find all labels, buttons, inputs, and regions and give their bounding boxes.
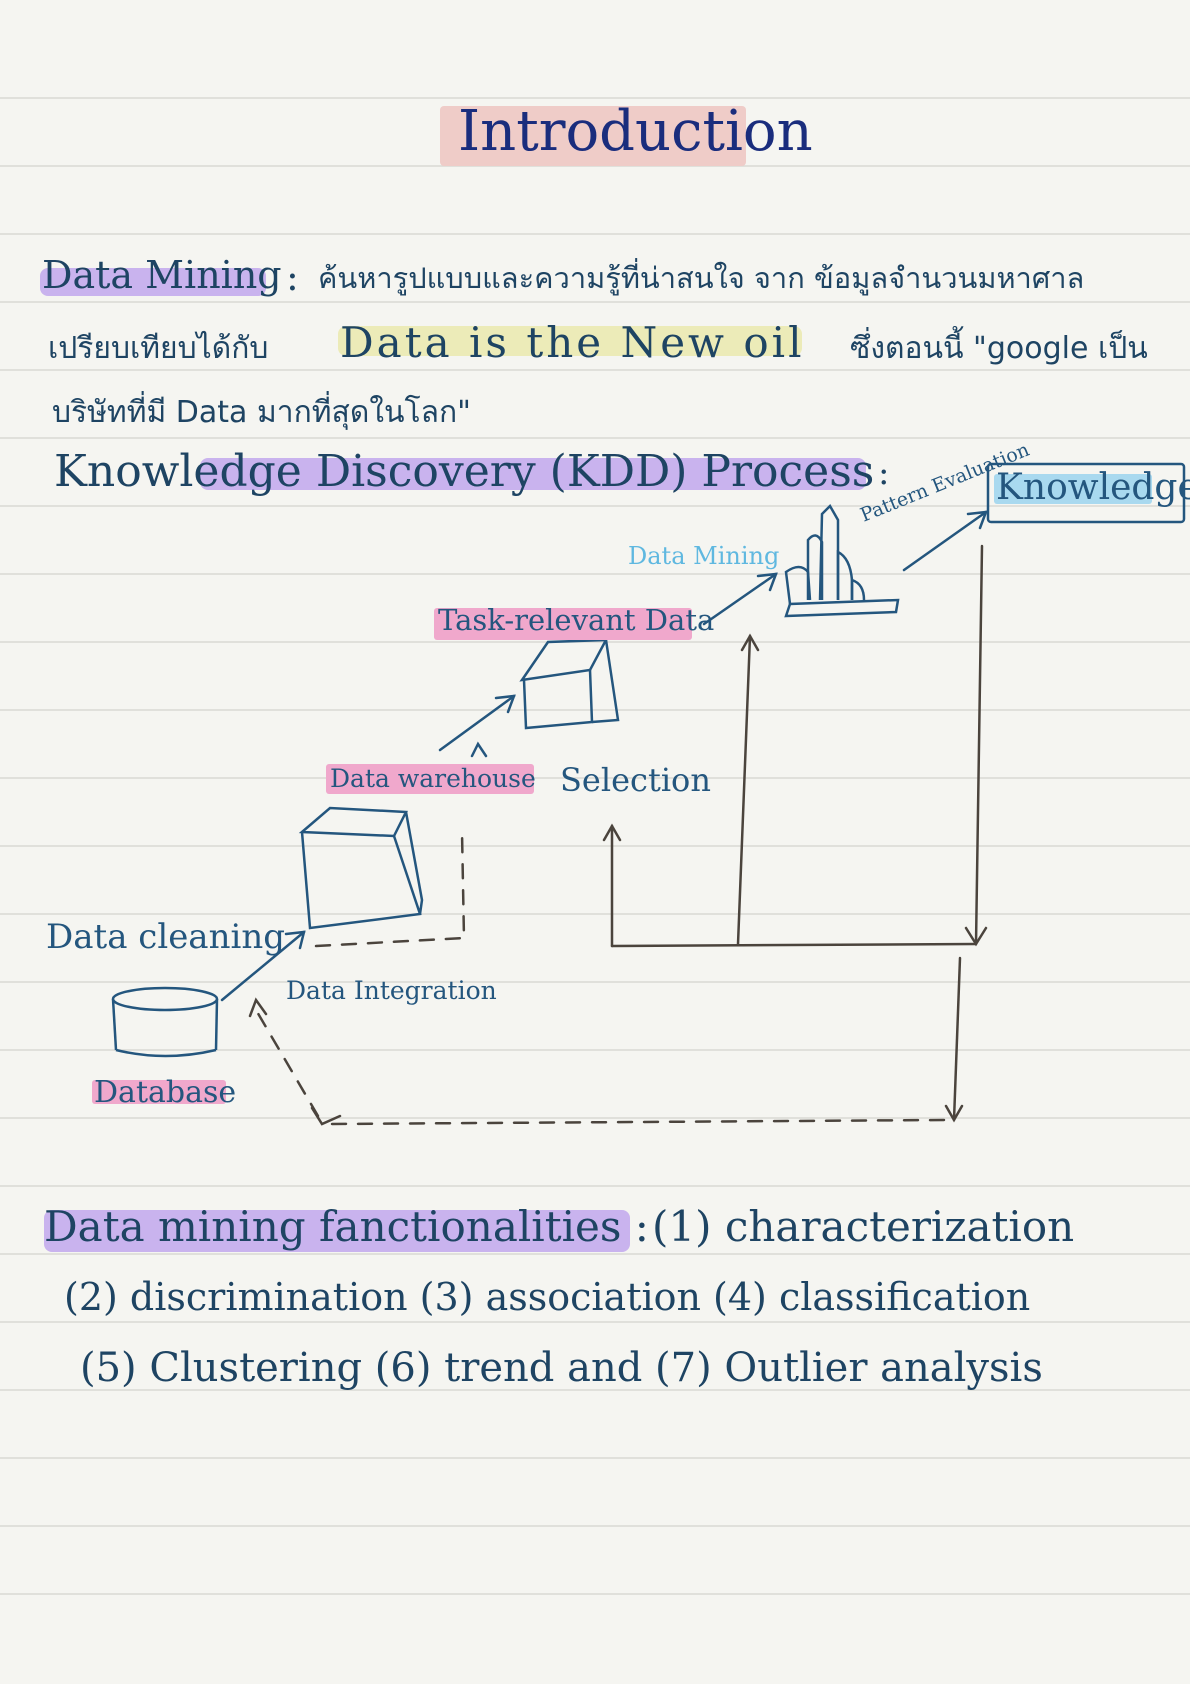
data-warehouse-highlight [326, 764, 534, 794]
functionalities-highlight [44, 1210, 630, 1252]
kdd-heading: Knowledge Discovery (KDD) Process [54, 446, 875, 497]
kdd-flow-arrows [220, 510, 988, 1002]
knowledge-label: Knowledge [996, 467, 1190, 508]
task-relevant-highlight [434, 608, 692, 640]
line2-prefix: เปรียบเทียบได้กับ [48, 331, 269, 366]
functionalities-line1: (1) characterization [652, 1202, 1075, 1251]
data-warehouse-label: Data warehouse [330, 764, 536, 793]
data-mining-highlight [40, 268, 266, 296]
dashed-feedback-lines [254, 830, 946, 1126]
slogan-text: Data is the New oil [340, 318, 805, 367]
functionalities-heading: Data mining fanctionalities : [44, 1202, 649, 1251]
data-mining-definition: ค้นหารูปแบบและความรู้ที่น่าสนใจ จาก ข้อม… [318, 261, 1085, 295]
line3-text: บริษัทที่มี Data มากที่สุดในโลก" [52, 395, 471, 430]
title-highlight [440, 106, 746, 166]
definition-colon: : [286, 255, 299, 299]
page-title: Introduction [458, 99, 813, 164]
pattern-evaluation-icon [784, 503, 900, 618]
task-relevant-data-icon [519, 638, 620, 730]
knowledge-box [986, 462, 1186, 524]
functionalities-line3: (5) Clustering (6) trend and (7) Outlier… [80, 1345, 1043, 1391]
feedback-arrows [602, 544, 988, 1123]
database-icon [111, 986, 219, 1058]
data-mining-term: Data Mining [42, 253, 282, 297]
database-highlight [92, 1080, 226, 1104]
task-relevant-label: Task-relevant Data [438, 603, 715, 637]
functionalities-line2: (2) discrimination (3) association (4) c… [64, 1275, 1031, 1319]
kdd-heading-highlight [200, 458, 866, 490]
knowledge-highlight [994, 474, 1152, 504]
data-cleaning-label: Data cleaning [46, 917, 286, 957]
selection-label: Selection [560, 761, 711, 799]
kdd-colon: : [878, 453, 890, 493]
data-integration-label: Data Integration [286, 976, 497, 1005]
database-label: Database [94, 1075, 237, 1110]
line2-suffix: ซึ่งตอนนี้ "google เป็น [850, 331, 1148, 366]
data-warehouse-icon [298, 806, 424, 930]
data-mining-step-label: Data Mining [628, 542, 780, 570]
slogan-highlight [338, 326, 802, 356]
